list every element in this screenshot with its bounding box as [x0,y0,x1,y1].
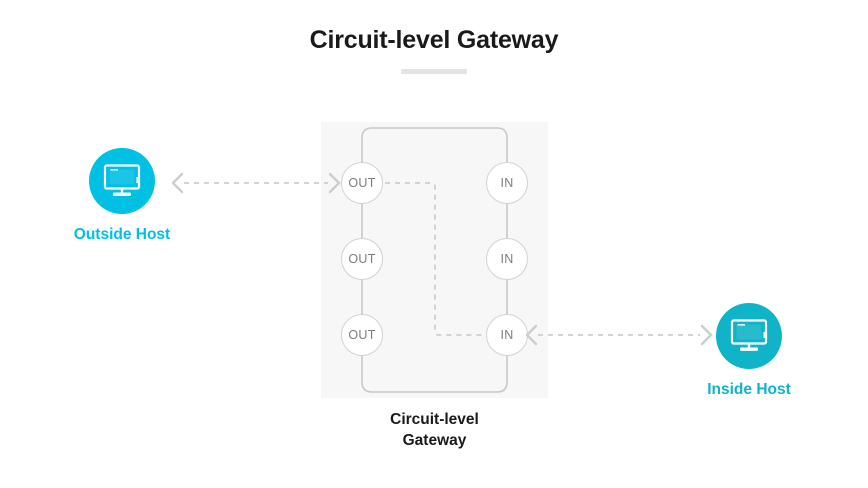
outside-host-label: Outside Host [73,226,171,243]
title-divider [401,69,467,74]
gateway-out-node-2[interactable]: OUT [341,238,383,280]
desktop-monitor-icon [103,164,141,196]
gateway-to-inside-host-connector [525,324,713,346]
gateway-out-node-3[interactable]: OUT [341,314,383,356]
node-label: IN [500,252,514,266]
gateway-caption-line-2: Gateway [402,432,467,449]
gateway-circuit-lines [361,127,508,393]
outside-host-circle [89,148,155,214]
gateway-out-node-1[interactable]: OUT [341,162,383,204]
gateway-in-node-1[interactable]: IN [486,162,528,204]
gateway-caption: Circuit-level Gateway [321,409,548,451]
inside-host-circle [716,303,782,369]
outside-host[interactable]: Outside Host [74,148,170,244]
circuit-level-gateway-box: OUT OUT OUT IN IN IN [321,122,548,398]
inside-host[interactable]: Inside Host [707,303,791,399]
node-label: IN [500,176,514,190]
gateway-in-node-2[interactable]: IN [486,238,528,280]
node-label: OUT [348,252,376,266]
gateway-caption-line-1: Circuit-level [390,411,479,428]
page-title: Circuit-level Gateway [309,26,559,54]
node-label: OUT [348,176,376,190]
node-label: IN [500,328,514,342]
node-label: OUT [348,328,376,342]
desktop-monitor-icon [730,319,768,351]
outside-host-to-gateway-connector [171,172,341,194]
inside-host-label: Inside Host [707,381,791,398]
